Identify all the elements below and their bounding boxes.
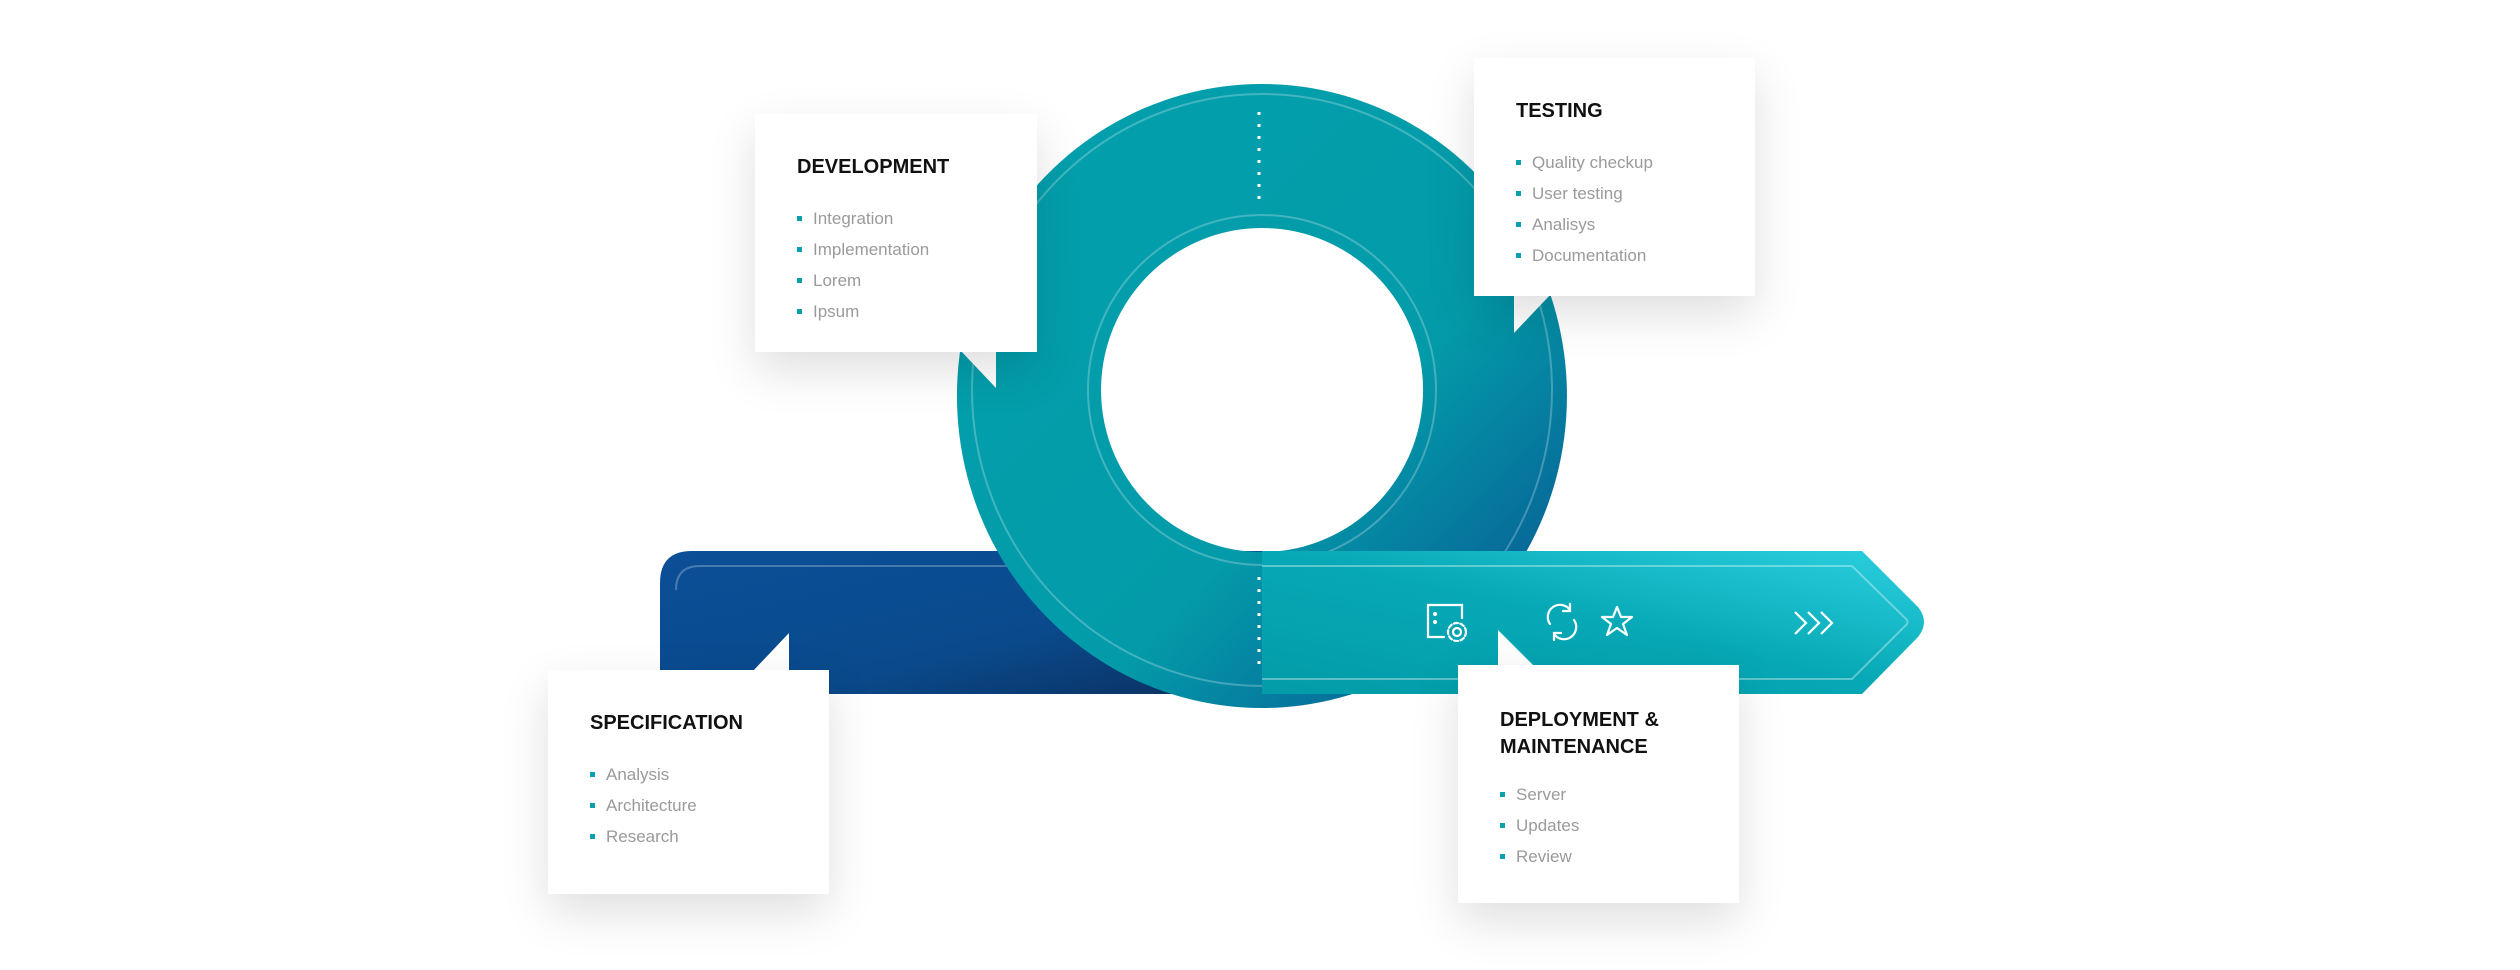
development-card-tail xyxy=(960,350,996,388)
list-item: Implementation xyxy=(797,234,1037,265)
list-item: Analysis xyxy=(590,759,829,790)
specification-card-tail xyxy=(752,633,789,672)
list-item: Documentation xyxy=(1516,240,1755,271)
list-item: Lorem xyxy=(797,265,1037,296)
testing-card: TESTING Quality checkup User testing Ana… xyxy=(1474,58,1755,296)
list-item: Integration xyxy=(797,203,1037,234)
card-title: SPECIFICATION xyxy=(590,712,743,734)
list-item: Updates xyxy=(1500,810,1739,841)
list-item: Server xyxy=(1500,779,1739,810)
list-item: Analisys xyxy=(1516,209,1755,240)
specification-card: SPECIFICATION Analysis Architecture Rese… xyxy=(548,670,829,894)
list-item: Review xyxy=(1500,841,1739,872)
star-icon xyxy=(1600,605,1634,637)
deployment-card-tail xyxy=(1498,630,1535,667)
development-card: DEVELOPMENT Integration Implementation L… xyxy=(755,114,1037,352)
list-item: User testing xyxy=(1516,178,1755,209)
deployment-card: DEPLOYMENT & MAINTENANCE Server Updates … xyxy=(1458,665,1739,903)
settings-document-icon xyxy=(1426,603,1468,643)
list-item: Architecture xyxy=(590,790,829,821)
card-title: DEPLOYMENT & MAINTENANCE xyxy=(1500,709,1659,758)
list-item: Ipsum xyxy=(797,296,1037,327)
list-item: Quality checkup xyxy=(1516,147,1755,178)
list-item: Research xyxy=(590,821,829,852)
card-title: TESTING xyxy=(1516,100,1603,122)
triple-chevron-right-icon xyxy=(1794,611,1834,635)
testing-card-tail xyxy=(1514,294,1551,333)
refresh-icon xyxy=(1546,602,1578,642)
teal-arrow-bar xyxy=(1262,551,1924,694)
card-title: DEVELOPMENT xyxy=(797,156,950,178)
